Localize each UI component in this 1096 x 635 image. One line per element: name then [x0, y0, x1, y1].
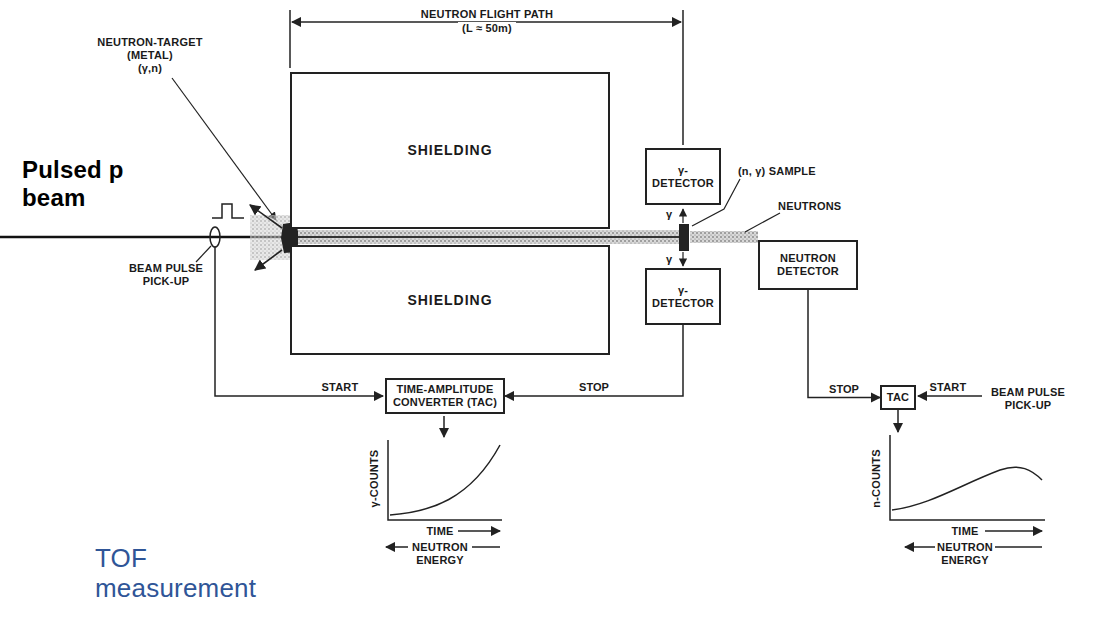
axis-label: γ-COUNTS — [368, 442, 381, 514]
tac-box: TIME-AMPLITUDE CONVERTER (TAC) — [385, 378, 505, 414]
gamma-label: γ — [666, 208, 678, 221]
axis-label: TIME — [948, 525, 982, 538]
shielding-block: SHIELDING — [290, 245, 610, 355]
gamma-detector: γ-DETECTOR — [645, 148, 721, 205]
neutron-detector: NEUTRON DETECTOR — [758, 240, 858, 290]
start-label: START — [923, 381, 973, 394]
shielding-block: SHIELDING — [290, 72, 610, 229]
pickup-label: BEAM PULSE PICK-UP — [986, 386, 1070, 412]
node-text: NEUTRON DETECTOR — [764, 252, 852, 278]
gamma-label: γ — [666, 253, 678, 266]
axis-label: TIME — [423, 525, 457, 538]
flight-path-length: (L ≈ 50m) — [458, 22, 516, 35]
edge-label: STOP — [827, 383, 861, 396]
signal-wire — [808, 290, 880, 398]
axis-label: NEUTRON ENERGY — [410, 541, 470, 567]
sample-label: (n, γ) SAMPLE — [738, 165, 848, 178]
node-text: γ-DETECTOR — [651, 284, 715, 310]
axis-label: NEUTRON ENERGY — [935, 541, 995, 567]
target-label: (γ,n) — [125, 62, 175, 75]
sample — [679, 224, 689, 251]
node-text: SHIELDING — [407, 294, 492, 307]
node-text: TIME-AMPLITUDE CONVERTER (TAC) — [391, 383, 499, 409]
pickup-label: BEAM PULSE PICK-UP — [125, 262, 207, 288]
tac-box: TAC — [880, 385, 916, 410]
start-label: START — [315, 381, 365, 394]
count-plots — [386, 435, 1045, 547]
edge-label: STOP — [577, 381, 611, 394]
node-text: SHIELDING — [407, 144, 492, 157]
beam-label: Pulsed p beam — [22, 156, 172, 212]
gamma-detector: γ-DETECTOR — [645, 268, 721, 325]
axis-label: n-COUNTS — [870, 442, 883, 514]
beam-line — [0, 78, 285, 262]
node-text: γ-DETECTOR — [651, 164, 715, 190]
neutrons-label: NEUTRONS — [778, 200, 858, 213]
target-label: NEUTRON-TARGET — [95, 36, 205, 49]
node-text: TAC — [887, 391, 909, 404]
target-label: (METAL) — [115, 49, 185, 62]
flight-path-label: NEUTRON FLIGHT PATH — [417, 8, 557, 21]
slide-caption: TOF measurement — [95, 543, 270, 603]
